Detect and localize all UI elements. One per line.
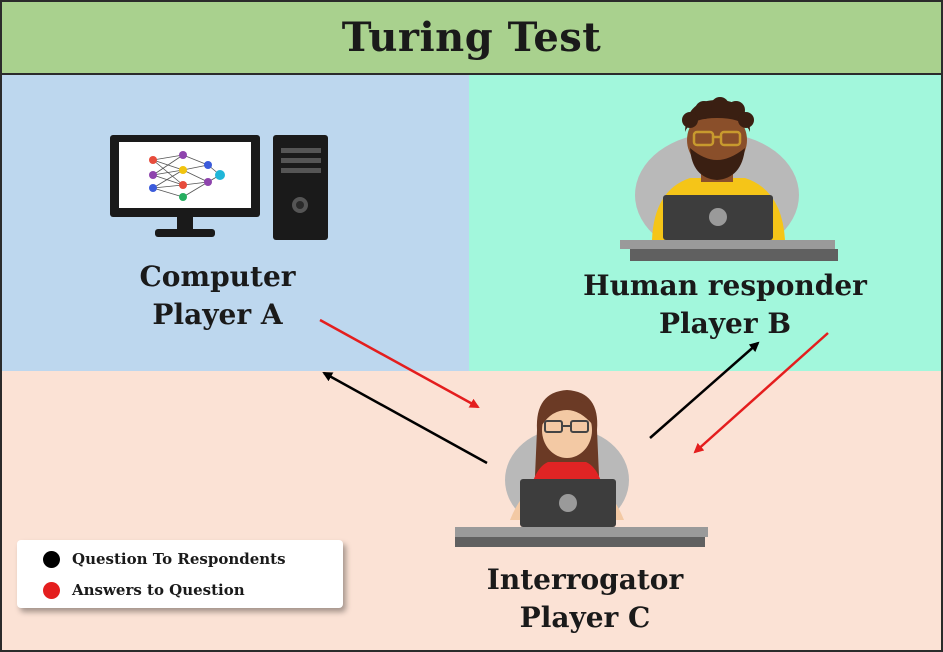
legend-label-question: Question To Respondents [72, 550, 286, 568]
player-a-label: Player A [152, 298, 283, 331]
answer-arrow-from-computer [319, 318, 480, 409]
diagram-title: Turing Test [341, 14, 602, 61]
neural-network-icon [149, 151, 225, 201]
black-dot-icon [43, 550, 60, 568]
question-arrow-to-human [649, 341, 760, 439]
answer-arrow-from-human [693, 332, 829, 454]
legend-item-question: Question To Respondents [43, 550, 286, 568]
legend: Question To Respondents Answers to Quest… [17, 540, 343, 608]
question-arrow-to-computer [322, 371, 488, 465]
computer-panel [0, 75, 471, 373]
interrogator-player-caption: Interrogator Player C [455, 561, 715, 637]
red-dot-icon [43, 581, 60, 599]
laptop-icon [455, 479, 708, 547]
human-player-caption: Human responder Player B [560, 267, 890, 343]
human-responder-label: Human responder [583, 269, 867, 302]
legend-item-answer: Answers to Question [43, 581, 245, 599]
human-responder-icon [620, 97, 838, 261]
interrogator-label: Interrogator [486, 563, 684, 596]
pc-tower-icon [273, 135, 328, 240]
computer-player-caption: Computer Player A [100, 258, 335, 334]
player-b-label: Player B [658, 307, 792, 340]
computer-label: Computer [139, 260, 296, 293]
legend-label-answer: Answers to Question [72, 581, 245, 599]
title-bar: Turing Test [0, 0, 943, 75]
player-c-label: Player C [519, 601, 651, 634]
